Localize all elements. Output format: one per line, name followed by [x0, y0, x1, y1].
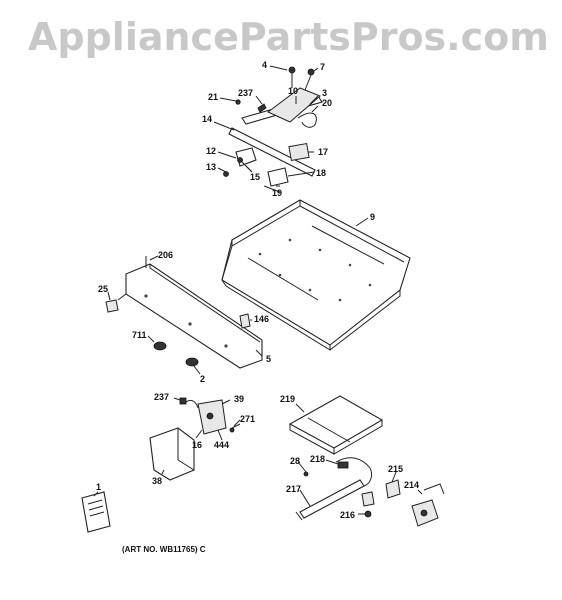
callout: 12 [206, 146, 216, 156]
callout: 217 [286, 484, 301, 494]
callout: 16 [192, 440, 202, 450]
callout: 18 [316, 168, 326, 178]
callout: 10 [288, 86, 298, 96]
callout: 17 [318, 147, 328, 157]
callout: 271 [240, 414, 255, 424]
valve-assembly [149, 397, 241, 481]
callout: 146 [254, 314, 269, 324]
burner-bracket [267, 87, 321, 123]
callout: 4 [262, 60, 267, 70]
orifice-part-4 [288, 66, 296, 74]
bracket [288, 395, 384, 455]
callout: 5 [266, 354, 271, 364]
callout: 218 [310, 454, 325, 464]
callout: 219 [280, 394, 295, 404]
callout: 20 [322, 98, 332, 108]
callout: 1 [96, 482, 101, 492]
manifold-pipe [228, 127, 316, 177]
callout: 206 [158, 250, 173, 260]
regulator-assembly [295, 457, 445, 527]
callout: 215 [388, 464, 403, 474]
orifice-part-7 [307, 68, 315, 76]
callout: 237 [154, 392, 169, 402]
callout: 14 [202, 114, 212, 124]
manifold-panel [105, 256, 263, 369]
callout: 214 [404, 480, 419, 490]
burner-box-tray [221, 199, 411, 351]
callout: 237 [238, 88, 253, 98]
callouts: 4 7 237 10 21 3 20 14 12 17 13 15 18 19 … [96, 60, 419, 520]
callout: 25 [98, 284, 108, 294]
callout: 7 [320, 62, 325, 72]
owners-manual [81, 491, 111, 533]
callout: 444 [214, 440, 229, 450]
manifold-assembly [223, 66, 323, 193]
leader-lines [93, 65, 423, 515]
callout: 38 [152, 476, 162, 486]
callout: 2 [200, 374, 205, 384]
watermark: AppliancePartsPros.com [28, 15, 549, 59]
heat-shield [149, 427, 195, 481]
callout: 3 [322, 88, 327, 98]
callout: 39 [234, 394, 244, 404]
art-number: (ART NO. WB11765) C [122, 545, 206, 554]
callout: 19 [272, 188, 282, 198]
callout: 15 [250, 172, 260, 182]
callout: 28 [290, 456, 300, 466]
callout: 216 [340, 510, 355, 520]
callout: 9 [370, 212, 375, 222]
callout: 21 [208, 92, 218, 102]
callout: 13 [206, 162, 216, 172]
callout: 711 [132, 330, 147, 340]
